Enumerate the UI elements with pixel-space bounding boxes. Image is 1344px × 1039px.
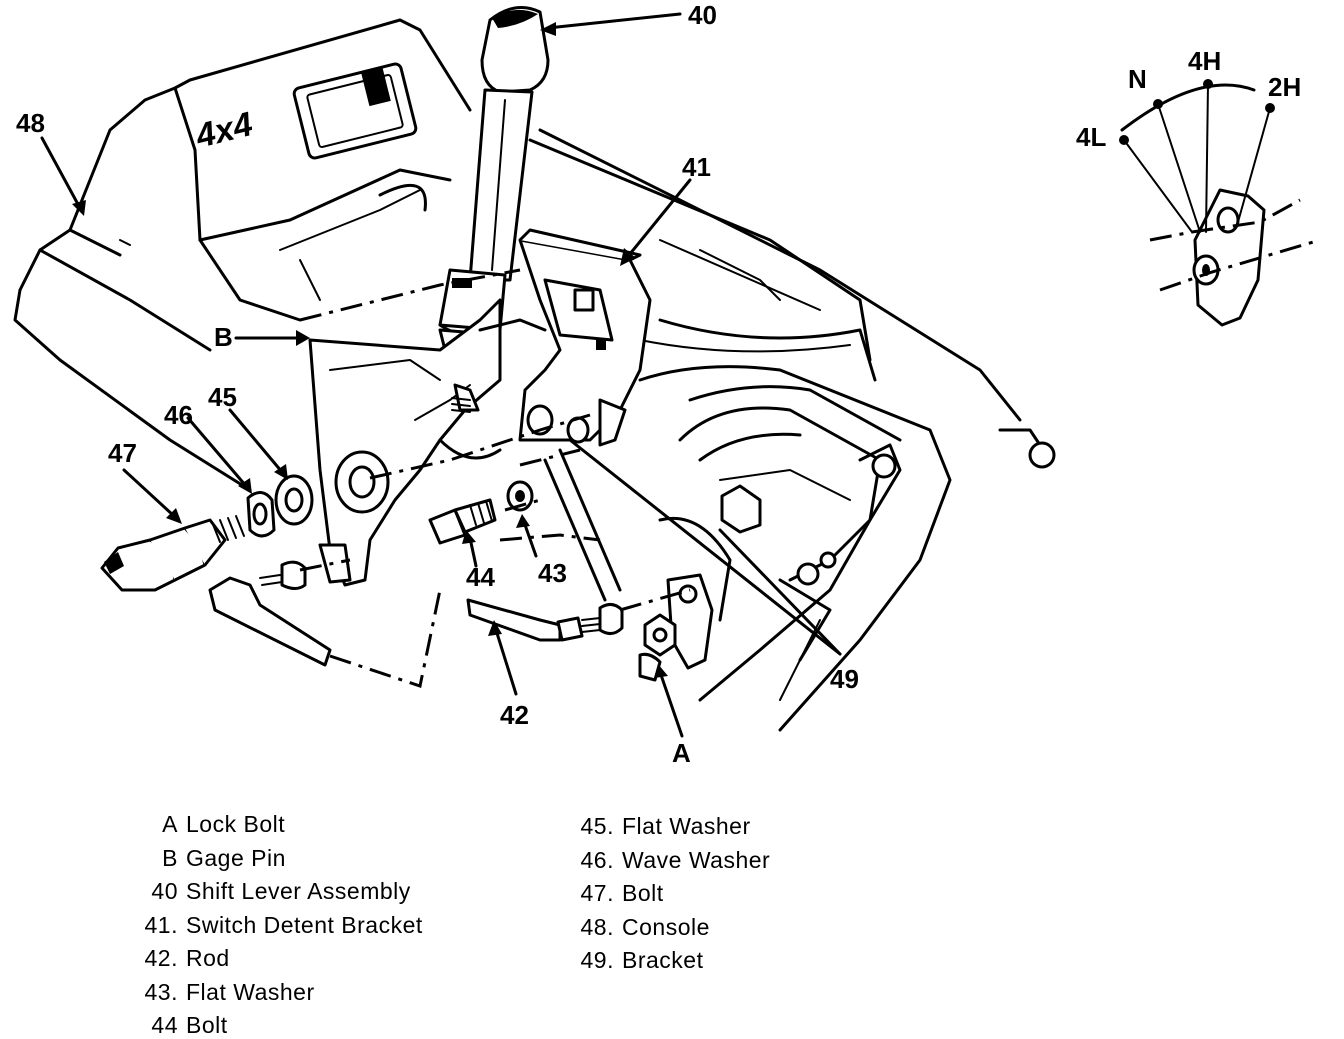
flat-washer-43 [506,480,534,512]
position-2h: 2H [1268,72,1301,102]
legend-label: Flat Washer [622,813,751,839]
lock-bolt [638,613,677,682]
legend-key: 49. [580,947,614,973]
console-badge: 4x4 [191,62,418,160]
bolt-47 [100,515,245,592]
legend-key: 42. [144,945,178,971]
callout-44: 44 [466,562,495,592]
legend-label: Switch Detent Bracket [186,911,423,938]
legend-label: Shift Lever Assembly [186,878,411,904]
legend-label: Wave Washer [622,846,771,873]
shift-position-inset [1119,79,1321,327]
position-4l: 4L [1076,122,1106,152]
legend-label: Bolt [186,1012,228,1038]
legend-label: Flat Washer [186,978,315,1005]
wave-washer-46 [246,491,276,538]
bracket [543,448,714,670]
legend-key: B [162,844,178,871]
callout-47: 47 [108,438,137,468]
legend-key: 41. [144,911,178,938]
transfer-case [638,365,952,732]
callout-41: 41 [682,152,711,182]
callout-43: 43 [538,558,567,588]
position-n: N [1128,64,1147,94]
switch-detent-bracket [478,228,652,447]
bolt-44 [428,498,497,545]
leader-lines [40,12,842,738]
legend-key: 40 [151,878,178,904]
legend-key: 43. [144,978,178,1005]
shift-lever-assembly [308,6,550,587]
console: 4x4 [13,18,1056,492]
legend-key: 47. [580,880,614,906]
legend-key: 44 [151,1012,178,1038]
legend-label: Bracket [622,947,704,973]
rod [208,560,624,667]
legend-label: Bolt [622,880,664,906]
callout-a: A [672,738,691,768]
callout-46: 46 [164,400,193,430]
legend-label: Gage Pin [186,844,286,871]
callout-42: 42 [500,700,529,730]
callout-b: B [214,322,233,352]
legend-label: Console [622,913,710,940]
flat-washer-45 [274,474,314,526]
callout-45: 45 [208,382,237,412]
alignment-lines [299,268,691,688]
legend-key: A [162,811,178,837]
legend-label: Rod [186,945,230,971]
legend-key: 46. [580,846,614,873]
legend-key: 48. [580,913,614,940]
callout-49: 49 [830,664,859,694]
callout-48: 48 [16,108,45,138]
position-4h: 4H [1188,46,1221,76]
callout-40: 40 [688,0,717,30]
legend-key: 45. [580,813,614,839]
console-badge-text: 4x4 [191,105,256,156]
legend-label: Lock Bolt [186,811,286,837]
